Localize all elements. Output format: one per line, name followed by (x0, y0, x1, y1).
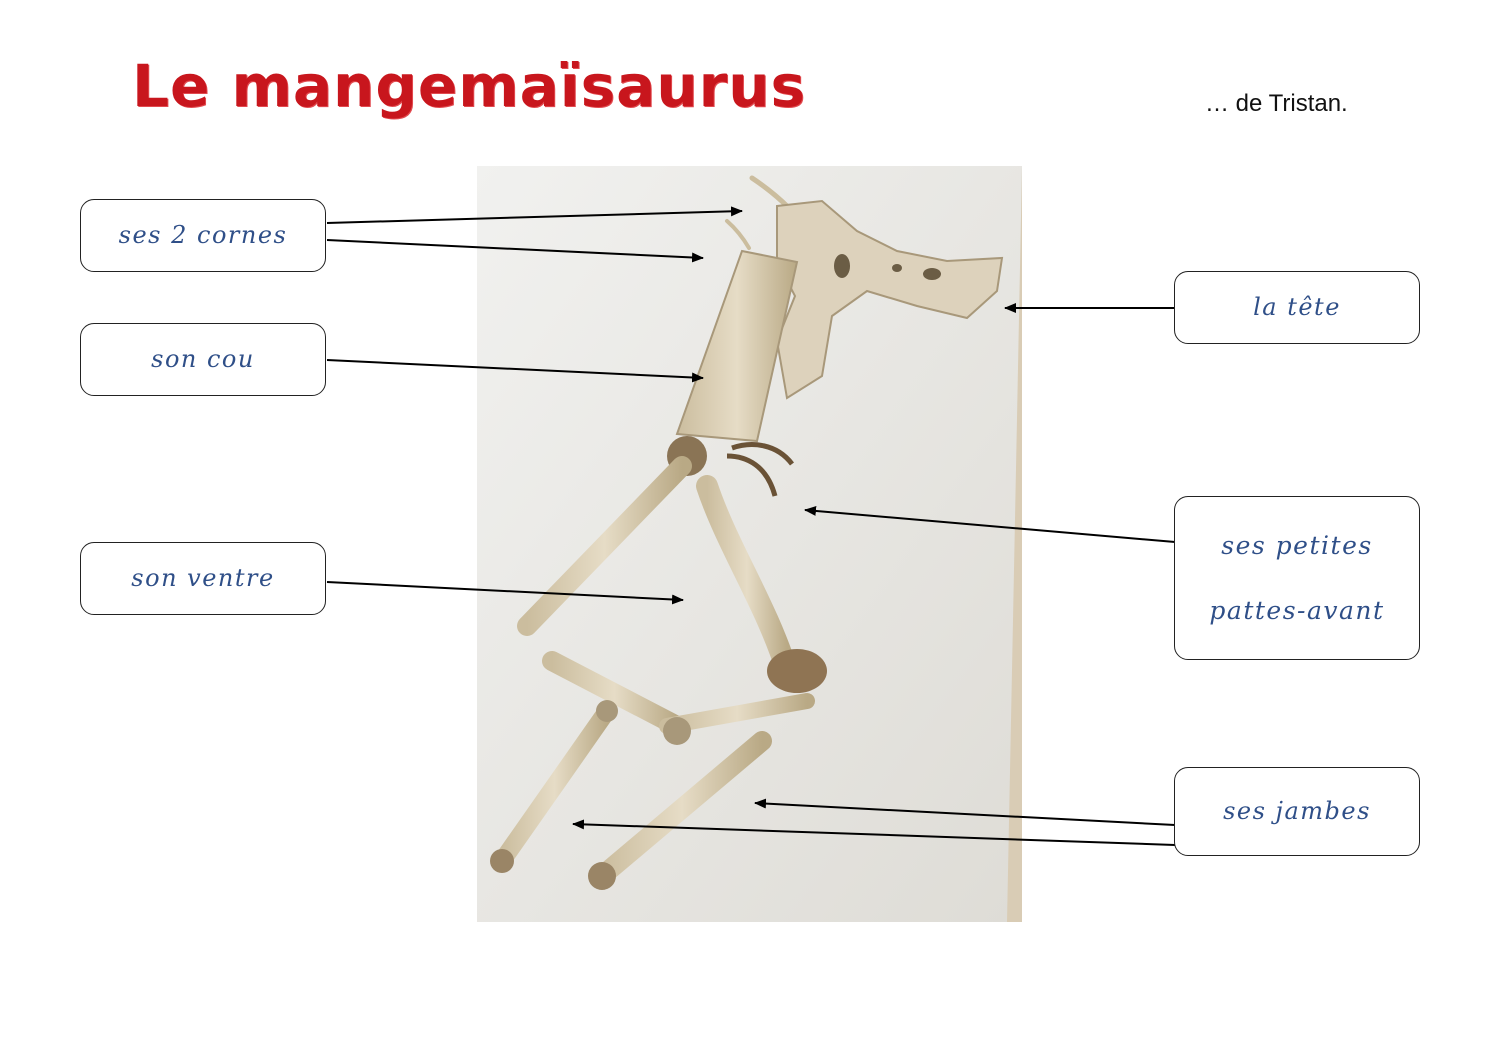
label-cornes: ses 2 cornes (80, 199, 326, 272)
page-title: Le mangemaïsaurus (132, 52, 807, 120)
leg-bone (592, 731, 772, 886)
label-tete: la tête (1174, 271, 1420, 344)
label-pattes-avant: ses petites pattes-avant (1174, 496, 1420, 660)
skeleton-photo (477, 166, 1022, 922)
label-ventre: son ventre (80, 542, 326, 615)
hip-bone (542, 651, 687, 736)
label-cou: son cou (80, 323, 326, 396)
front-leg-bone (726, 453, 778, 497)
leg-bone (493, 702, 616, 870)
hip-bone (659, 693, 815, 734)
label-jambes: ses jambes (1174, 767, 1420, 856)
front-leg-bone (731, 442, 794, 466)
author-credit: … de Tristan. (1205, 90, 1348, 117)
belly-bone (696, 475, 798, 682)
